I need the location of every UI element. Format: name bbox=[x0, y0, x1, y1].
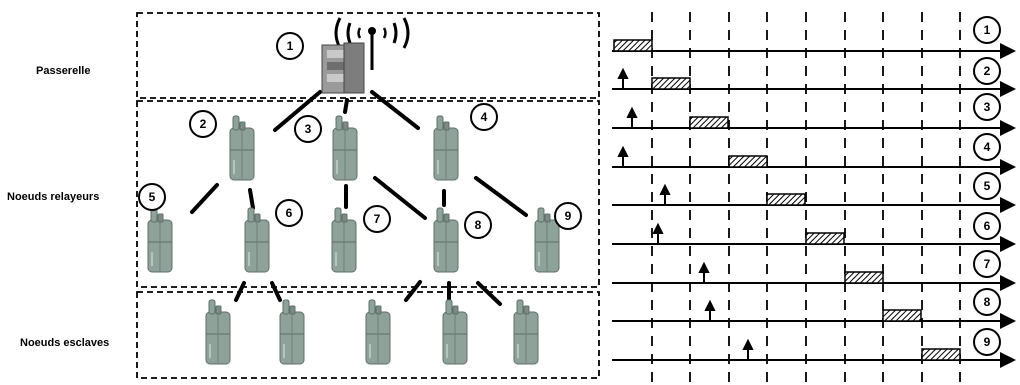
slot-dividers bbox=[651, 12, 961, 385]
node-label-7: 7 bbox=[363, 205, 391, 233]
svg-text:9: 9 bbox=[984, 335, 991, 349]
tx-slot-2 bbox=[651, 77, 691, 90]
timeline-axes bbox=[612, 43, 1016, 368]
timeline-row-label-3: 3 bbox=[973, 93, 1001, 121]
slave-zone bbox=[136, 291, 600, 379]
svg-text:2: 2 bbox=[984, 64, 991, 78]
relay-zone bbox=[136, 100, 600, 288]
gateway-zone bbox=[136, 12, 600, 99]
timeline-row-label-8: 8 bbox=[973, 288, 1001, 316]
svg-text:8: 8 bbox=[984, 295, 991, 309]
svg-text:3: 3 bbox=[305, 122, 312, 136]
svg-text:3: 3 bbox=[984, 100, 991, 114]
slave-device bbox=[442, 299, 468, 365]
svg-text:5: 5 bbox=[149, 190, 156, 204]
svg-text:1: 1 bbox=[287, 39, 294, 53]
svg-text:8: 8 bbox=[475, 218, 482, 232]
node-label-6: 6 bbox=[275, 199, 303, 227]
svg-text:7: 7 bbox=[984, 257, 991, 271]
node-device-2 bbox=[229, 115, 255, 181]
tx-slot-4 bbox=[728, 155, 768, 168]
svg-text:4: 4 bbox=[481, 110, 488, 124]
zone-label-relay: Noeuds relayeurs bbox=[7, 191, 99, 203]
timeline-row-label-1: 1 bbox=[973, 16, 1001, 44]
node-device-3 bbox=[332, 115, 358, 181]
node-label-4: 4 bbox=[470, 103, 498, 131]
timeline-row-label-2: 2 bbox=[973, 57, 1001, 85]
svg-text:7: 7 bbox=[374, 212, 381, 226]
svg-text:9: 9 bbox=[565, 209, 572, 223]
network-links bbox=[190, 90, 528, 306]
slave-device bbox=[513, 299, 539, 365]
slave-device bbox=[365, 299, 391, 365]
tx-slot-7 bbox=[844, 271, 884, 284]
reception-arrows bbox=[617, 67, 754, 360]
svg-text:6: 6 bbox=[286, 206, 293, 220]
timeline-row-label-7: 7 bbox=[973, 250, 1001, 278]
timeline-row-label-6: 6 bbox=[973, 212, 1001, 240]
svg-text:5: 5 bbox=[984, 179, 991, 193]
node-device-5 bbox=[147, 207, 173, 273]
slave-device bbox=[205, 299, 231, 365]
timeline-row-label-5: 5 bbox=[973, 172, 1001, 200]
tx-slot-5 bbox=[766, 193, 806, 206]
tx-slot-6 bbox=[805, 232, 845, 245]
gateway-icon bbox=[321, 17, 410, 94]
node-device-7 bbox=[331, 207, 357, 273]
node-device-4 bbox=[433, 115, 459, 181]
transmission-slots bbox=[613, 39, 961, 361]
svg-text:6: 6 bbox=[984, 219, 991, 233]
tx-slot-3 bbox=[689, 116, 729, 129]
svg-text:2: 2 bbox=[200, 117, 207, 131]
node-label-1: 1 bbox=[276, 32, 304, 60]
timeline-row-label-4: 4 bbox=[973, 133, 1001, 161]
tx-slot-8 bbox=[882, 309, 922, 322]
tx-slot-1 bbox=[613, 39, 653, 52]
node-label-5: 5 bbox=[138, 183, 166, 211]
zone-label-slave: Noeuds esclaves bbox=[20, 337, 109, 349]
slave-device bbox=[279, 299, 305, 365]
node-label-3: 3 bbox=[294, 115, 322, 143]
svg-text:4: 4 bbox=[984, 140, 991, 154]
node-label-8: 8 bbox=[464, 211, 492, 239]
node-label-9: 9 bbox=[554, 202, 582, 230]
node-device-8 bbox=[433, 207, 459, 273]
timeline-row-label-9: 9 bbox=[973, 328, 1001, 356]
node-device-6 bbox=[244, 207, 270, 273]
svg-text:1: 1 bbox=[984, 23, 991, 37]
tx-slot-9 bbox=[921, 348, 961, 361]
node-label-2: 2 bbox=[189, 110, 217, 138]
zone-label-gateway: Passerelle bbox=[36, 65, 90, 77]
